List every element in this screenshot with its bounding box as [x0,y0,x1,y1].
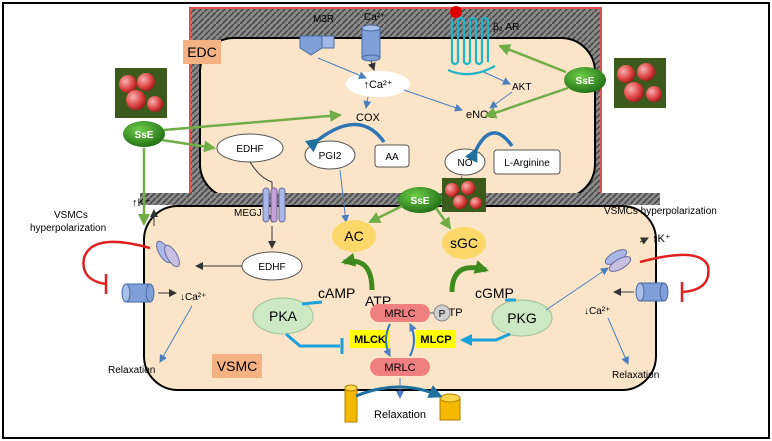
mrlc-bottom-label: MRLC [384,362,415,374]
enos-curve-arrow [464,131,514,163]
sse-left-label: SsE [135,130,154,141]
mlck-box [350,330,390,348]
relaxation-bottom-label: Relaxation [374,409,426,421]
sgc-label: sGC [450,235,478,251]
fruit-photo-right [614,58,666,108]
cox-curve-arrow [305,122,386,153]
ca-channel-icon [361,24,381,62]
k-channel-left-icon [156,240,180,268]
edc-cell [189,7,602,205]
k-left-label: ↑K⁺ [132,197,151,209]
ca-down-right-label: ↓Ca²⁺ [584,306,610,317]
fruit-photo-center [442,178,486,212]
aa-label: AA [385,152,399,163]
aa-box [374,144,410,168]
pgi2-label: PGI2 [319,151,342,162]
ligand-dot [450,6,462,18]
relaxation-right-label: Relaxation [612,370,659,381]
gtp-cgmp-conversion-arrow [449,260,489,293]
vsmc-label: VSMC [217,358,257,374]
m3r-receptor-icon [299,35,323,56]
vsmc-badge [212,354,262,378]
relaxation-curve-arrow [355,385,443,398]
akt-label: AKT [512,82,531,93]
sse-arrows [138,44,569,230]
edc-badge [183,40,221,64]
mlcp-box [416,330,456,348]
edc-label: EDC [187,44,217,60]
k-right-label: ↑K⁺ [652,233,671,245]
sse-right-label: SsE [576,76,595,87]
pkg-label: PKG [507,310,537,326]
ca-channel-right-icon [635,282,669,302]
sse-left-node [123,121,165,147]
cox-label: COX [356,112,381,124]
sse-right-node [564,67,606,93]
ac-enzyme [332,220,376,252]
ca-channel-left-icon [121,283,155,303]
cgmp-label: cGMP [475,285,514,301]
mrlc-top-pill [370,304,430,322]
vsmc-hyper-left-2: hyperpolarization [30,223,106,234]
l-arginine-label: L-Arginine [504,158,550,169]
beta2-ar-receptor-icon [447,16,496,76]
l-arginine-box [493,149,561,175]
sgc-enzyme [442,227,486,259]
megj-gap-junction-icon [262,187,286,223]
ca-down-left-label: ↓Ca²⁺ [180,292,206,303]
beta2-ar-label: β₂ AR [493,22,519,33]
pka-kinase [252,297,314,335]
phosphate-label: P [439,309,446,320]
fruit-photo-left [115,68,167,118]
megj-label: MEGJ [234,208,262,219]
mlcp-label: MLCP [420,334,451,346]
atp-camp-conversion-arrow [341,252,375,291]
m3r-label: M3R [313,14,334,25]
hyperpolarization-inhibit-left [82,240,151,286]
pka-label: PKA [269,308,298,324]
edhf-edc-label: EDHF [236,144,263,155]
edhf-vsmc-label: EDHF [258,262,285,273]
hyperpolarization-inhibit-right [639,253,710,294]
no-label: NO [458,158,473,169]
camp-label: cAMP [318,285,355,301]
pka-inhibit-mlck [285,332,340,348]
relaxation-left-label: Relaxation [108,365,155,376]
sse-center-label: SsE [411,196,430,207]
pkg-kinase [491,299,553,337]
ca-rise-label: ↑Ca²⁺ [363,79,392,91]
sse-center-node [398,187,442,213]
ac-label: AC [344,228,363,244]
mlck-label: MLCK [354,334,386,346]
vsmc-hyper-left-1: VSMCs [54,210,88,221]
contractile-cylinder-left-icon [344,384,358,423]
k-channel-right-icon [604,249,632,272]
vsmc-hyper-right: VSMCs hyperpolarization [604,206,717,217]
mrlc-top-label: MRLC [384,308,415,320]
contractile-cylinder-right-icon [439,393,461,421]
mrlc-bottom-pill [370,358,430,376]
ca-channel-label: Ca²⁺ [364,12,385,23]
pkg-activate-mlcp [460,332,511,346]
